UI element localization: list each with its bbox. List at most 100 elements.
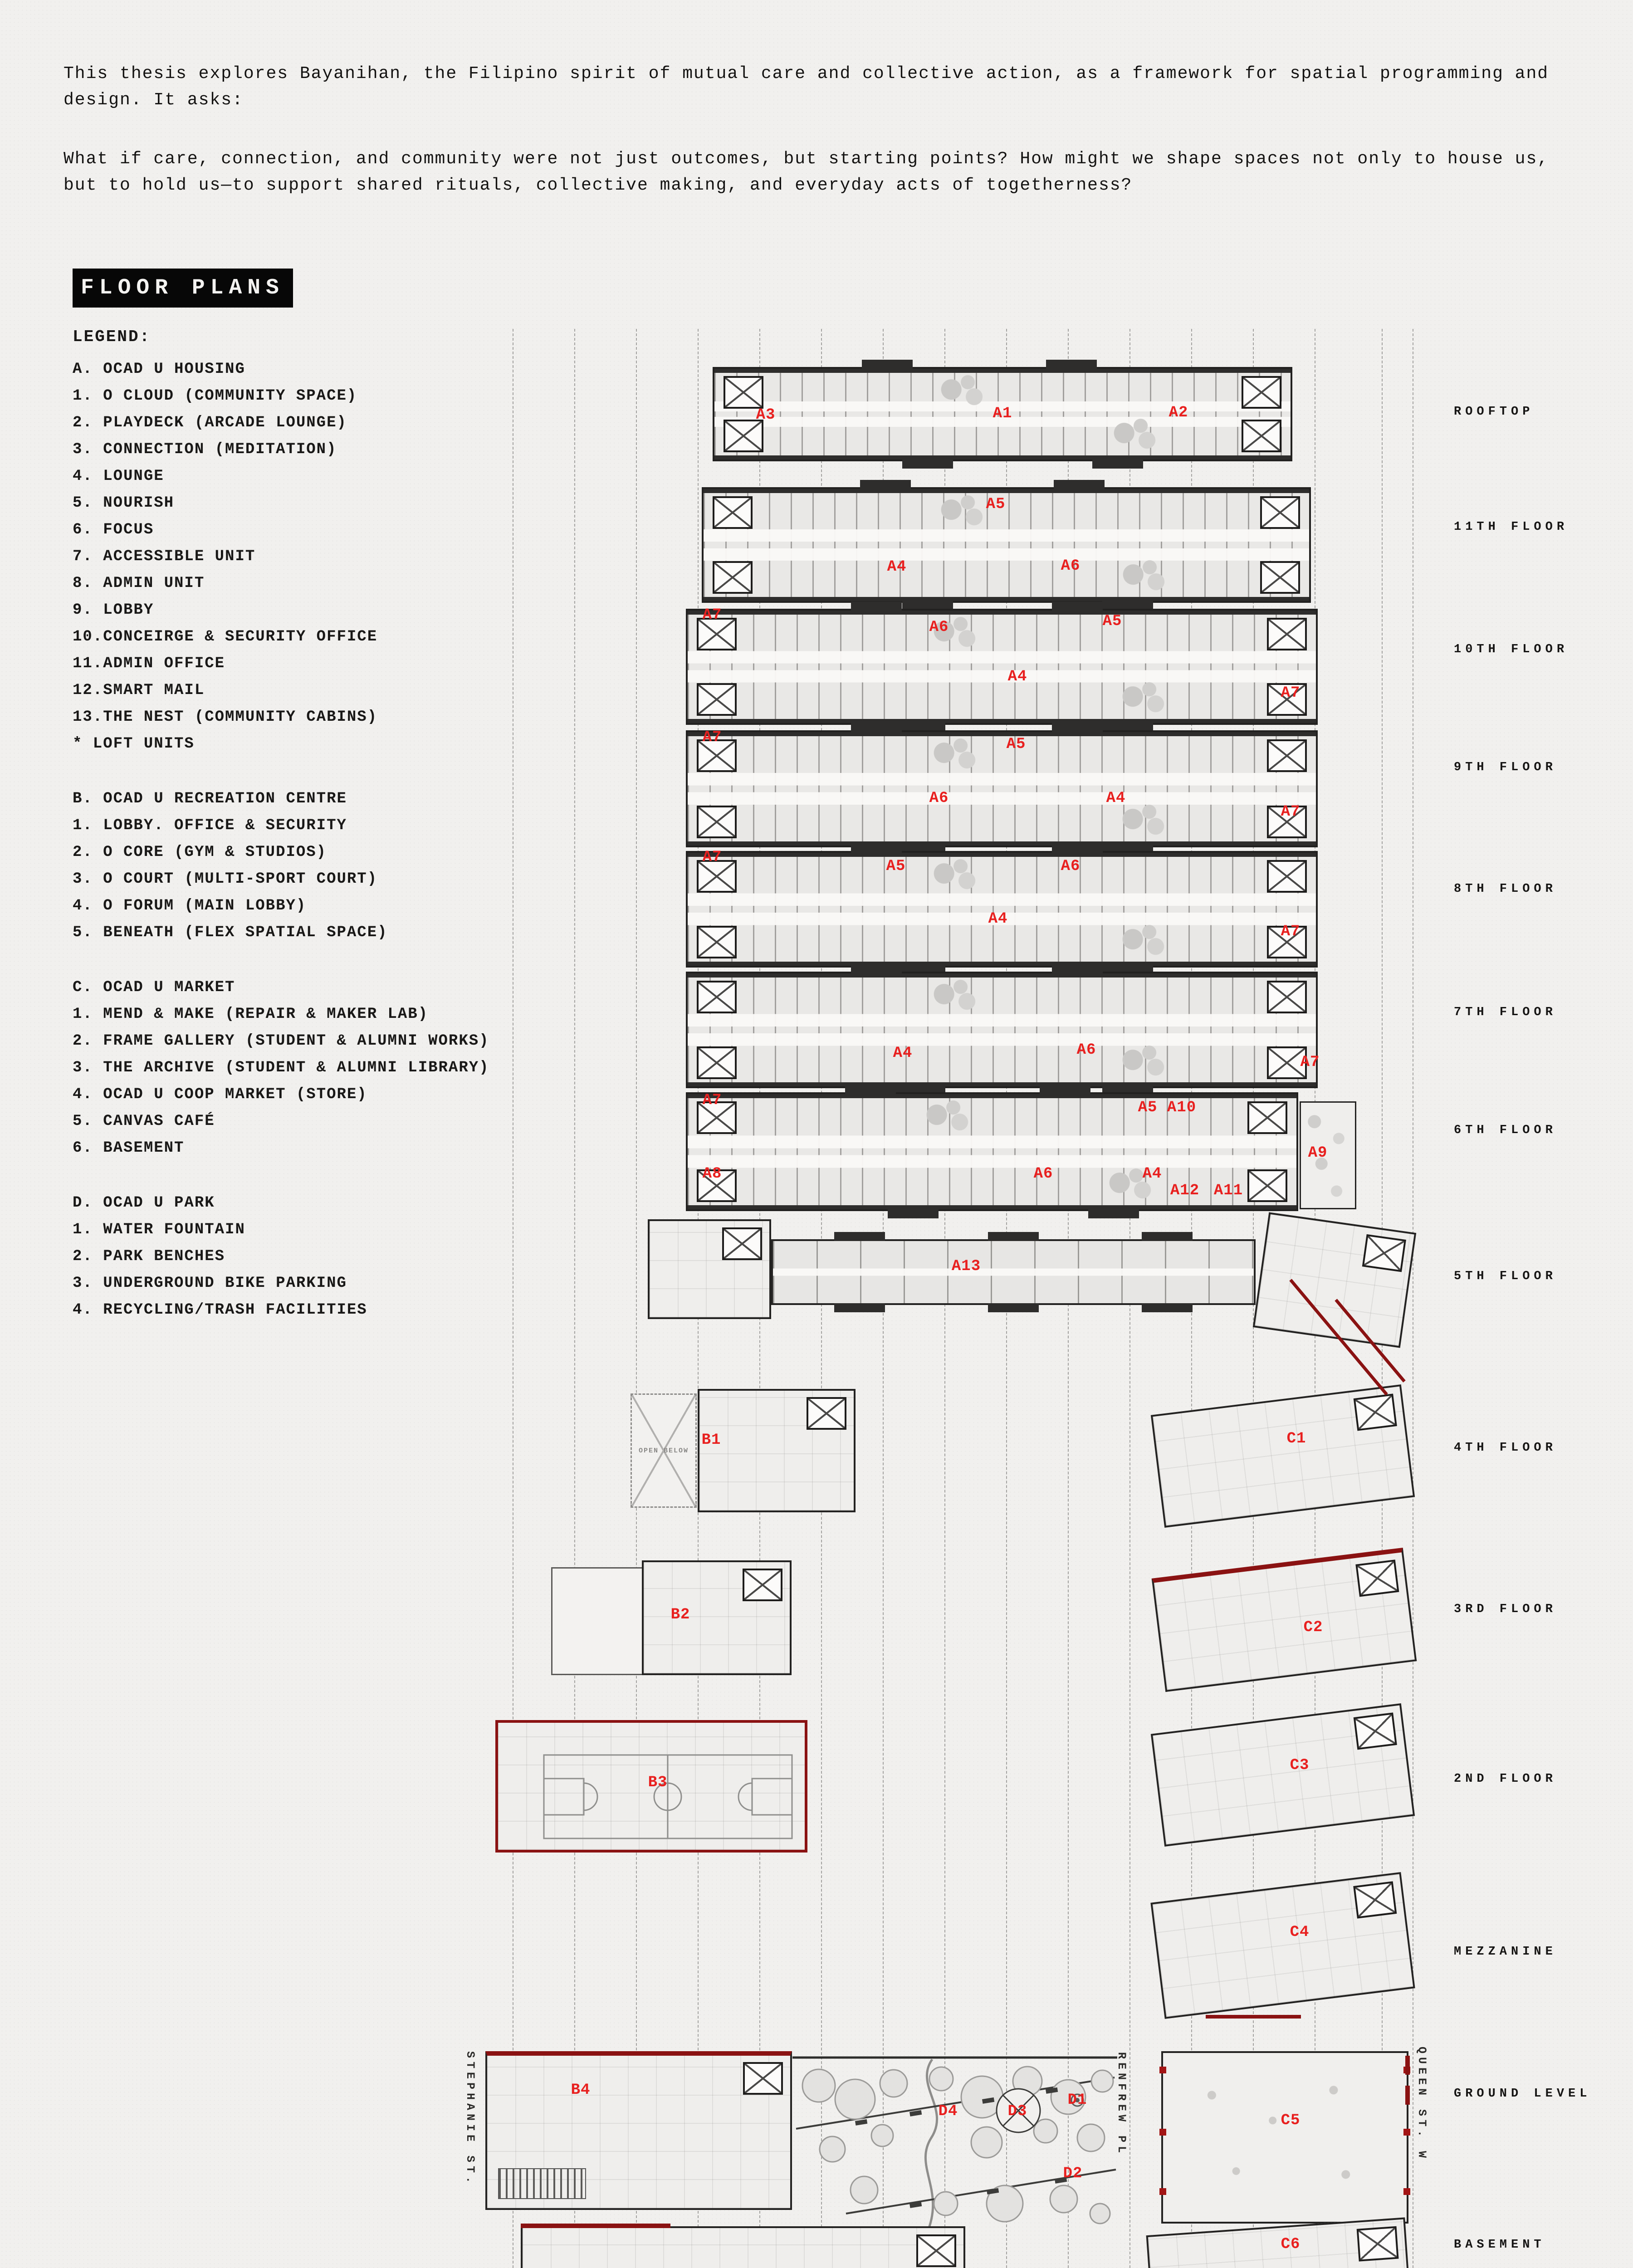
plan-block-ground-level-1 [485,2051,792,2210]
plan-label-mezzanine-C4: C4 [1290,1924,1310,1941]
grid-line-1 [574,329,575,2268]
tree-cluster-icon [919,1100,983,1136]
plan-label-6th-floor-A8: A8 [702,1165,722,1183]
elevator-core-icon [1267,739,1307,772]
floor-label-mezzanine: MEZZANINE [1454,1945,1557,1959]
plan-label-2nd-floor-C3: C3 [1290,1757,1310,1774]
plan-block-3rd-floor-0 [551,1567,649,1675]
legend-section-header-3: D. OCAD U PARK [73,1194,215,1212]
floor-label-4th-floor: 4TH FLOOR [1454,1441,1557,1455]
elevator-core-icon [1355,1559,1399,1597]
basketball-court-icon [542,1753,794,1840]
balcony-tab [851,723,902,732]
plan-label-8th-floor-A5: A5 [886,858,906,875]
floor-label-6th-floor: 6TH FLOOR [1454,1124,1557,1137]
legend-item-3-0: 1. WATER FOUNTAIN [73,1221,245,1238]
tree-cluster-icon [1115,1045,1178,1081]
plan-label-6th-floor-A6: A6 [1033,1165,1053,1183]
plan-label-7th-floor-A6: A6 [1076,1041,1096,1059]
balcony-tab [860,480,911,489]
plan-label-8th-floor-A4: A4 [988,910,1008,928]
street-label-queen-st-w: QUEEN ST. W [1415,2047,1428,2162]
balcony-tab [1088,1209,1139,1218]
plan-block-3rd-floor-1 [642,1560,792,1675]
legend-item-2-0: 1. MEND & MAKE (REPAIR & MAKER LAB) [73,1006,429,1023]
plan-block-6th-floor-0 [686,1085,1298,1218]
intro-paragraph-1: This thesis explores Bayanihan, the Fili… [64,64,1549,110]
tree-cluster-icon [926,616,990,652]
elevator-core-icon [916,2234,956,2267]
tree-cluster-icon [926,858,990,894]
plan-label-10th-floor-A5: A5 [1102,613,1122,630]
elevator-core-icon [1362,1234,1406,1272]
plan-block-mezzanine-0 [1150,1872,1415,2019]
legend-item-0-7: 8. ADMIN UNIT [73,575,205,592]
elevator-core-icon [1247,1169,1287,1202]
legend-item-0-4: 5. NOURISH [73,494,175,512]
plan-label-9th-floor-A4: A4 [1106,790,1126,807]
plan-label-ground-level-D3: D3 [1007,2103,1027,2120]
red-column-icon [1403,2188,1410,2195]
floor-label-basement: BASEMENT [1454,2238,1545,2252]
plan-block-2nd-floor-0 [495,1720,807,1853]
plan-block-8th-floor-0 [686,844,1318,975]
plan-label-8th-floor-A7: A7 [702,849,722,866]
red-column-icon [1403,2129,1410,2136]
plan-block-ground-level-3 [1405,2056,1410,2075]
balcony-tab [845,1085,896,1094]
elevator-core-icon [697,1101,737,1134]
plan-label-6th-floor-A5: A5 [1138,1099,1158,1116]
elevator-core-icon [807,1397,846,1430]
plan-label-6th-floor-A11: A11 [1213,1182,1243,1199]
plan-block-5th-floor-1 [771,1232,1256,1312]
legend-item-0-12: 13.THE NEST (COMMUNITY CABINS) [73,709,378,726]
legend-item-1-2: 3. O COURT (MULTI-SPORT COURT) [73,870,378,888]
elevator-core-icon [724,420,763,452]
section-title: FLOOR PLANS [81,276,284,300]
plan-block-11th-floor-0 [702,480,1311,610]
plan-label-7th-floor-A7: A7 [1300,1054,1320,1071]
floor-label-8th-floor: 8TH FLOOR [1454,882,1557,896]
elevator-core-icon [743,2062,783,2095]
plan-block-5th-floor-0 [648,1219,771,1319]
balcony-tab [902,601,953,610]
elevator-core-icon [697,739,737,772]
plan-block-rooftop-0 [713,360,1292,469]
balcony-tab [1046,360,1097,369]
tree-cluster-icon [926,979,990,1015]
balcony-tab [1142,1232,1193,1241]
plan-block-basement-2 [1146,2217,1413,2268]
plan-block-7th-floor-0 [686,964,1318,1095]
plan-block-4th-floor-2 [1150,1384,1415,1528]
legend-item-0-8: 9. LOBBY [73,601,154,619]
tree-cluster-icon [934,494,997,531]
tree-cluster-icon [933,374,997,411]
red-column-icon [1159,2066,1166,2073]
plan-label-3rd-floor-C2: C2 [1303,1619,1323,1636]
plan-label-ground-level-D2: D2 [1063,2165,1083,2182]
legend-item-1-4: 5. BENEATH (FLEX SPATIAL SPACE) [73,924,388,941]
tree-cluster-icon [926,738,990,774]
plan-label-9th-floor-A7: A7 [702,729,722,746]
plan-label-10th-floor-A6: A6 [929,619,949,636]
balcony-tab [988,1232,1039,1241]
plan-block-mezzanine-1 [1206,2015,1301,2019]
floor-label-2nd-floor: 2ND FLOOR [1454,1772,1557,1786]
plan-label-9th-floor-A5: A5 [1006,736,1026,753]
legend-item-1-1: 2. O CORE (GYM & STUDIOS) [73,844,327,861]
street-label-renfrew-pl: RENFREW PL [1115,2052,1128,2157]
legend-item-0-3: 4. LOUNGE [73,468,164,485]
floor-label-3rd-floor: 3RD FLOOR [1454,1603,1557,1616]
elevator-core-icon [1353,1393,1397,1431]
legend-item-0-11: 12.SMART MAIL [73,682,205,699]
legend-item-2-5: 6. BASEMENT [73,1139,185,1157]
plan-label-ground-level-D1: D1 [1067,2092,1087,2109]
elevator-core-icon [1267,683,1307,716]
balcony-tab [834,1232,885,1241]
elevator-core-icon [1267,1046,1307,1079]
legend-item-0-9: 10.CONCEIRGE & SECURITY OFFICE [73,628,378,645]
balcony-tab [1102,601,1153,610]
elevator-core-icon [697,860,737,893]
balcony-tab [851,601,902,611]
